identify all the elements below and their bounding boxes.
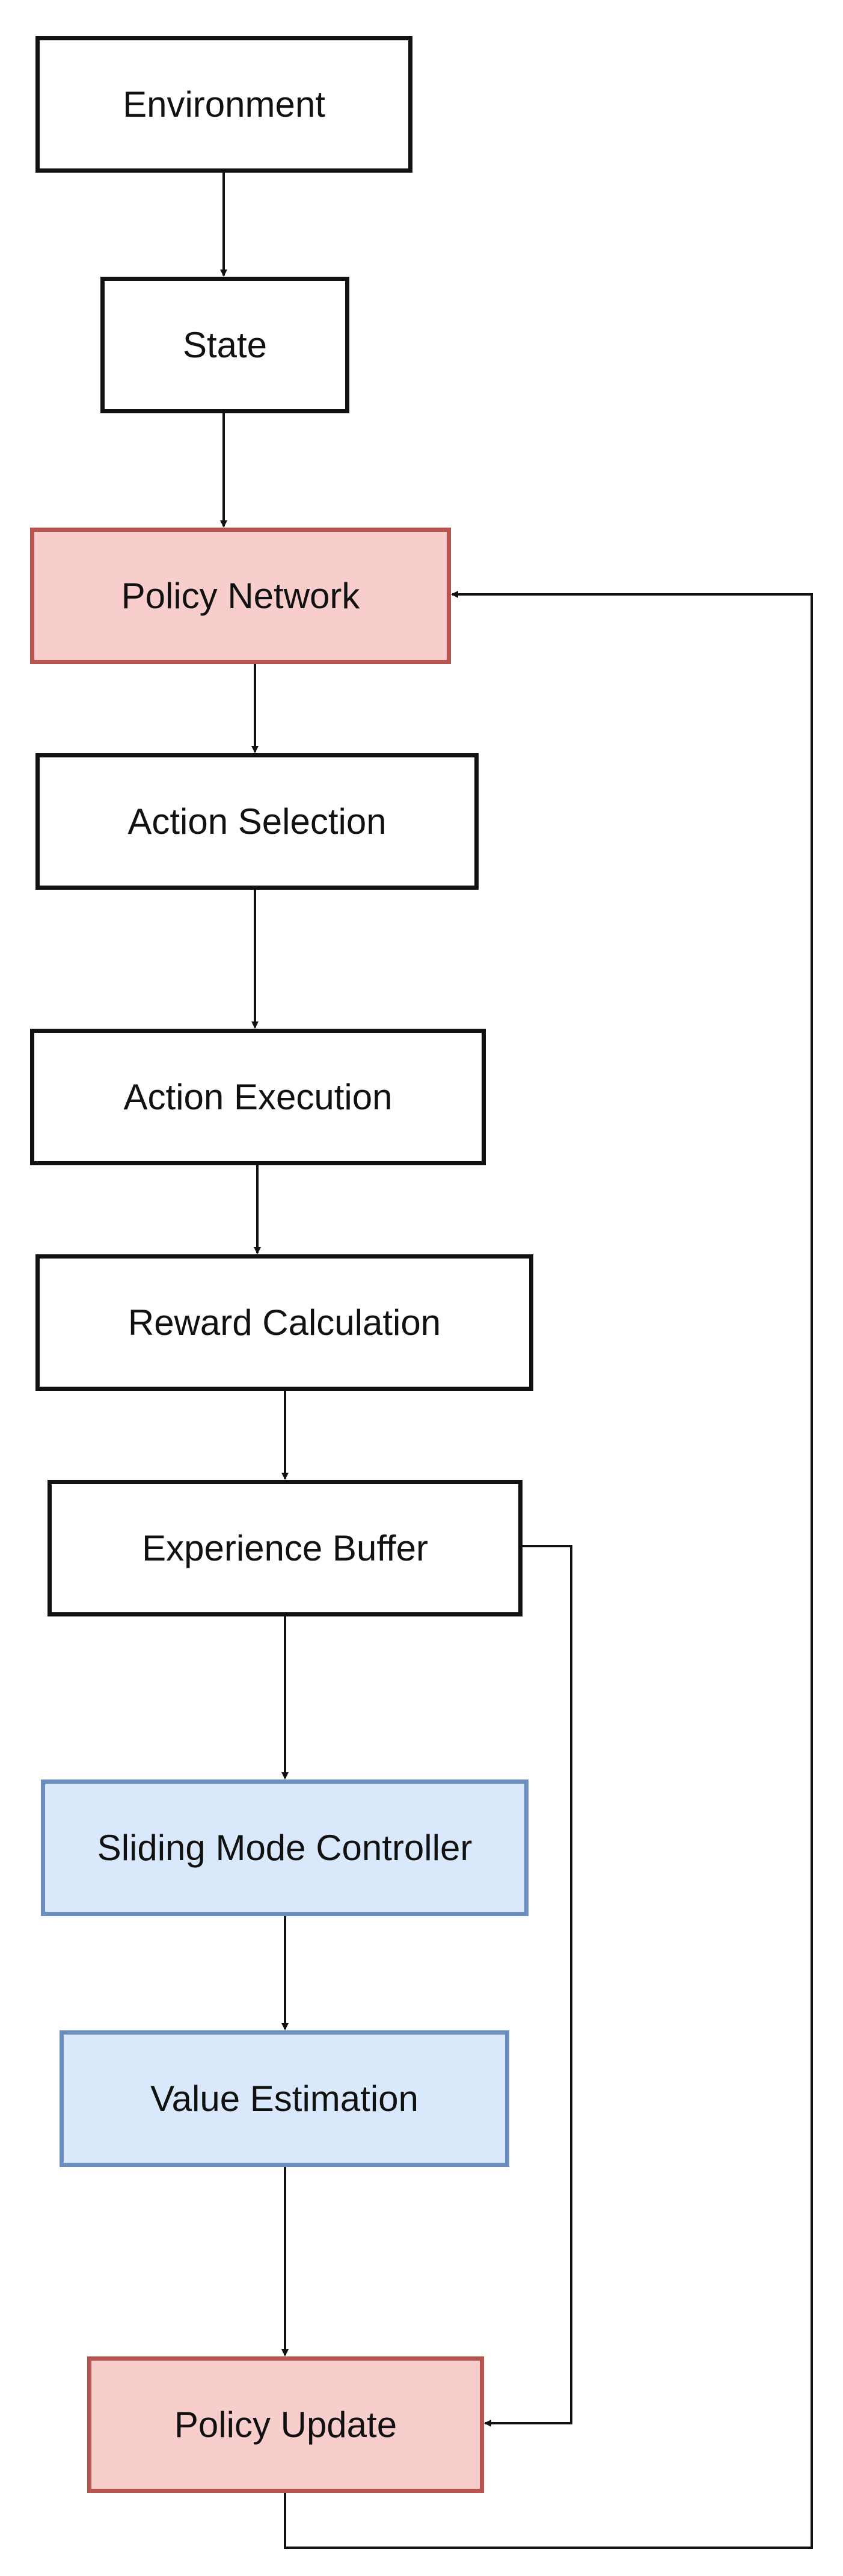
- node-policy-update: Policy Update: [87, 2356, 484, 2493]
- arrow-policy-update-to-policy-network: [284, 591, 813, 2549]
- node-policy-network-label: Policy Network: [121, 575, 360, 616]
- node-policy-network: Policy Network: [30, 528, 451, 664]
- node-sliding-mode-controller-label: Sliding Mode Controller: [97, 1827, 473, 1868]
- node-experience-buffer: Experience Buffer: [48, 1480, 523, 1616]
- node-value-estimation: Value Estimation: [60, 2030, 509, 2167]
- node-reward-calculation-label: Reward Calculation: [127, 1302, 441, 1343]
- node-reward-calculation: Reward Calculation: [35, 1254, 533, 1391]
- node-environment-label: Environment: [123, 84, 325, 125]
- node-value-estimation-label: Value Estimation: [150, 2078, 418, 2119]
- node-experience-buffer-label: Experience Buffer: [142, 1527, 428, 1568]
- node-action-execution: Action Execution: [30, 1029, 486, 1165]
- node-action-execution-label: Action Execution: [123, 1076, 393, 1117]
- node-action-selection-label: Action Selection: [127, 801, 387, 842]
- node-environment: Environment: [35, 36, 412, 173]
- node-policy-update-label: Policy Update: [174, 2404, 397, 2445]
- node-state-label: State: [182, 324, 268, 365]
- node-state: State: [100, 277, 349, 413]
- node-action-selection: Action Selection: [35, 753, 479, 890]
- node-sliding-mode-controller: Sliding Mode Controller: [41, 1779, 529, 1916]
- arrow-experience-buffer-to-policy-update: [484, 1545, 572, 2427]
